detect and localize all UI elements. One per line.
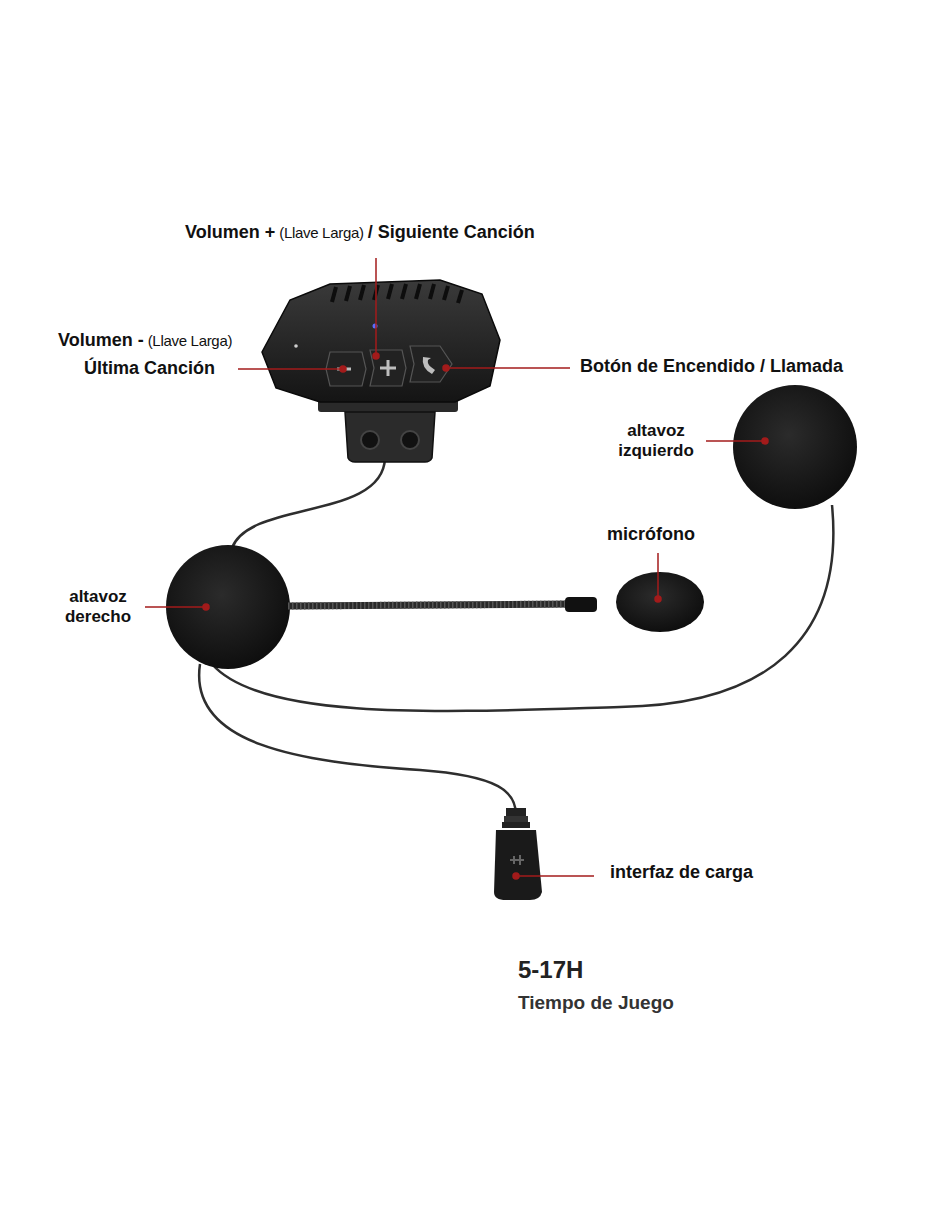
leader-lines <box>145 258 768 879</box>
microphone <box>616 572 704 632</box>
label-group: altavoz izquierdo <box>608 421 704 460</box>
label-group: interfaz de carga <box>610 862 753 883</box>
charging-plug <box>494 808 542 900</box>
mic-joint <box>565 597 597 612</box>
label-group: 5-17H <box>518 956 583 984</box>
part-label: altavoz izquierdo <box>608 421 704 460</box>
control-unit <box>262 280 500 462</box>
part-label: Tiempo de Juego <box>518 992 674 1013</box>
part-label: Botón de Encendido / Llamada <box>580 356 843 376</box>
label-group: Botón de Encendido / Llamada <box>580 356 843 377</box>
mic-boom-ribs <box>288 604 575 606</box>
mic-boom <box>288 604 575 606</box>
part-label: (Llave Larga) <box>279 224 363 241</box>
left-speaker <box>733 385 857 509</box>
label-group: micrófono <box>607 524 695 545</box>
part-label: interfaz de carga <box>610 862 753 882</box>
part-label: micrófono <box>607 524 695 544</box>
part-label: (Llave Larga) <box>148 332 232 349</box>
label-group: Volumen -(Llave Larga) <box>58 330 232 351</box>
part-label: Volumen + <box>185 222 275 242</box>
label-group: Última Canción <box>84 358 215 379</box>
part-label: altavoz derecho <box>52 587 144 626</box>
label-group: Tiempo de Juego <box>518 992 674 1014</box>
part-label: 5-17H <box>518 956 583 983</box>
label-group: Volumen +(Llave Larga) / Siguiente Canció… <box>185 222 535 243</box>
part-label: / Siguiente Canción <box>368 222 535 242</box>
label-group: altavoz derecho <box>52 587 144 626</box>
part-label: Última Canción <box>84 358 215 378</box>
cables <box>199 458 833 815</box>
part-label: Volumen - <box>58 330 144 350</box>
